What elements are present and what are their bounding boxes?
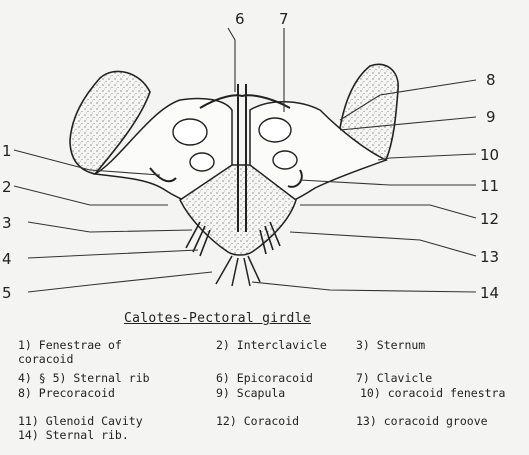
legend-item-11: 11) Glenoid Cavity [18, 414, 143, 428]
legend-item-13: 13) coracoid groove [356, 414, 488, 428]
callout-6: 6 [235, 10, 245, 28]
legend-item-1-cont: coracoid [18, 352, 73, 366]
legend-item-3: 3) Sternum [356, 338, 425, 352]
callout-4: 4 [2, 250, 12, 268]
callout-11: 11 [480, 177, 499, 195]
legend-item-7: 7) Clavicle [356, 371, 432, 385]
figure-title: Calotes-Pectoral girdle [124, 311, 311, 326]
callout-1: 1 [2, 142, 12, 160]
callout-12: 12 [480, 210, 499, 228]
callout-3: 3 [2, 214, 12, 232]
legend-item-2: 2) Interclavicle [216, 338, 327, 352]
callout-13: 13 [480, 248, 499, 266]
legend-item-8: 8) Precoracoid [18, 386, 115, 400]
callout-10: 10 [480, 146, 499, 164]
legend-item-1: 1) Fenestrae of [18, 338, 122, 352]
callout-14: 14 [480, 284, 499, 302]
legend-item-9: 9) Scapula [216, 386, 285, 400]
legend-item-10: 10) coracoid fenestra [360, 386, 505, 400]
callout-9: 9 [486, 108, 496, 126]
legend-item-6: 6) Epicoracoid [216, 371, 313, 385]
callout-7: 7 [279, 10, 289, 28]
callout-8: 8 [486, 71, 496, 89]
callout-5: 5 [2, 284, 12, 302]
callout-2: 2 [2, 178, 12, 196]
legend-item-12: 12) Coracoid [216, 414, 299, 428]
legend-item-4-5: 4) § 5) Sternal rib [18, 371, 150, 385]
callout-numbers: 6 7 8 9 10 11 12 13 14 1 2 3 4 5 [0, 0, 529, 310]
legend-item-14: 14) Sternal rib. [18, 428, 129, 442]
